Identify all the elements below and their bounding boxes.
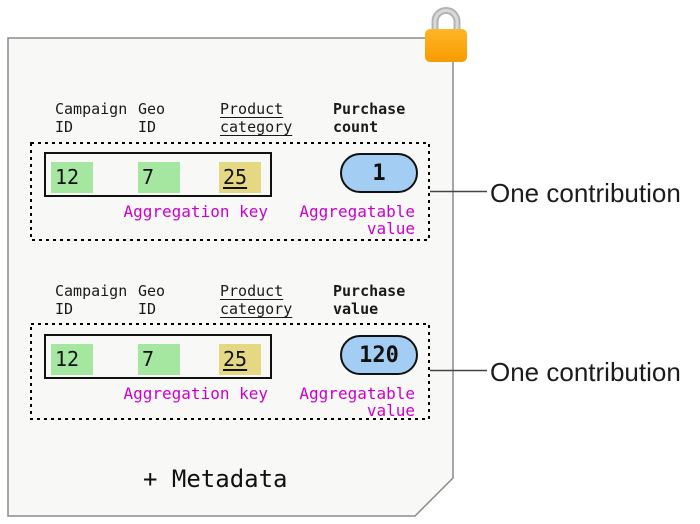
metadata-label: + Metadata <box>143 465 288 493</box>
key-cell-product-category: 25 <box>219 162 261 193</box>
contribution-box-2 <box>30 323 430 420</box>
aggregation-key-label: Aggregation key <box>123 384 269 403</box>
key-cell-value: 7 <box>142 347 155 371</box>
lock-body <box>425 29 467 62</box>
key-cell-value: 12 <box>55 165 80 189</box>
key-cell-campaign-id: 12 <box>51 162 93 193</box>
header-line: Purchase <box>333 100 406 118</box>
header-line: Campaign <box>55 100 128 118</box>
contribution-box-1 <box>30 142 430 241</box>
header-line: ID <box>138 300 157 318</box>
header-line: ID <box>55 300 74 318</box>
aggregation-key-label: Aggregation key <box>123 202 269 221</box>
header-line: Geo <box>138 282 166 300</box>
label-line: value <box>366 219 415 238</box>
label-line: value <box>366 401 415 420</box>
report-page <box>7 37 454 517</box>
header-line: count <box>333 118 379 136</box>
header-line: ID <box>138 118 157 136</box>
header-line: Campaign <box>55 282 128 300</box>
lock-shackle-highlight <box>433 9 459 34</box>
key-cell-campaign-id: 12 <box>51 344 93 375</box>
aggregatable-value-pill: 120 <box>340 335 418 375</box>
label-line: Aggregatable <box>299 384 415 403</box>
header-line: Purchase <box>333 282 406 300</box>
key-cell-geo-id: 7 <box>138 344 180 375</box>
header-line: ID <box>55 118 74 136</box>
header-line: Geo <box>138 100 166 118</box>
header-line: Product <box>220 282 284 300</box>
lock-icon <box>425 7 467 62</box>
aggregation-key-box <box>44 152 272 197</box>
pill-value: 1 <box>372 160 386 186</box>
key-cell-product-category: 25 <box>219 344 261 375</box>
key-cell-value: 25 <box>223 347 248 371</box>
key-cell-value: 25 <box>223 165 248 189</box>
key-cell-geo-id: 7 <box>138 162 180 193</box>
aggregation-key-box <box>44 334 272 379</box>
contribution-annotation-1: One contribution <box>490 178 681 208</box>
label-line: Aggregatable <box>299 202 415 221</box>
header-line: category <box>220 300 293 318</box>
pill-value: 120 <box>359 342 399 368</box>
key-cell-value: 12 <box>55 347 80 371</box>
header-line: Product <box>220 100 284 118</box>
header-line: category <box>220 118 293 136</box>
aggregatable-value-pill: 1 <box>340 153 418 193</box>
header-line: value <box>333 300 379 318</box>
contribution-annotation-2: One contribution <box>490 357 681 387</box>
key-cell-value: 7 <box>142 165 155 189</box>
